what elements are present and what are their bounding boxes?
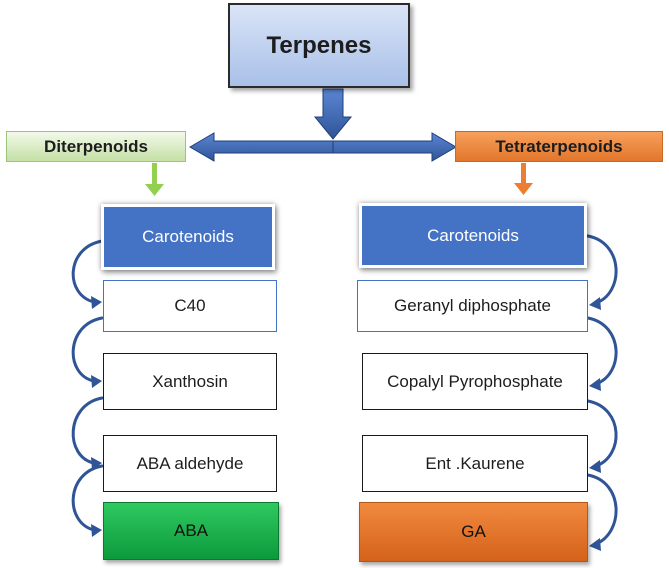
left-carotenoids-node: Carotenoids (101, 204, 275, 270)
left-curved-connectors (71, 239, 104, 532)
tetraterpenoids-node: Tetraterpenoids (455, 131, 663, 162)
aba-node: ABA (103, 502, 279, 560)
geranyl-diphosphate-label: Geranyl diphosphate (394, 296, 551, 315)
curve-ent-kaurene-to-ga (586, 473, 618, 546)
root-down-arrow (313, 88, 353, 140)
ent-kaurene-label: Ent .Kaurene (425, 453, 525, 473)
branch-double-arrow (189, 132, 457, 162)
ent-kaurene-node: Ent .Kaurene (362, 435, 588, 492)
right-carotenoids-node: Carotenoids (359, 203, 587, 268)
curve-carotenoids-to-geranyl (586, 234, 618, 305)
terpenes-label: Terpenes (266, 31, 372, 59)
right-curve-arrowheads (589, 297, 601, 551)
diterpenoids-node: Diterpenoids (6, 131, 186, 162)
aba-aldehyde-node: ABA aldehyde (103, 435, 277, 492)
aba-label: ABA (173, 521, 209, 540)
curve-geranyl-to-copalyl (586, 316, 618, 386)
curve-carotenoids-to-c40 (71, 239, 104, 304)
curve-copalyl-to-ent-kaurene (586, 399, 618, 468)
c40-label: C40 (174, 296, 206, 315)
ga-label: GA (461, 522, 486, 541)
tetraterpenoids-label: Tetraterpenoids (495, 136, 623, 156)
curve-aba-aldehyde-to-aba (71, 464, 104, 532)
c40-node: C40 (103, 280, 277, 332)
diterpenoids-label: Diterpenoids (44, 136, 148, 156)
aba-aldehyde-label: ABA aldehyde (136, 453, 244, 473)
left-curve-arrowheads (91, 296, 102, 537)
copalyl-pyrophosphate-node: Copalyl Pyrophosphate (362, 353, 588, 410)
right-carotenoids-label: Carotenoids (427, 225, 519, 245)
xanthosin-node: Xanthosin (103, 353, 277, 410)
terpenes-node: Terpenes (228, 3, 410, 88)
diterpenoids-down-arrow (145, 163, 164, 196)
xanthosin-label: Xanthosin (152, 371, 228, 391)
tetraterpenoids-down-arrow (514, 163, 533, 195)
ga-node: GA (359, 502, 588, 562)
curve-xanthosin-to-aba-aldehyde (71, 396, 104, 465)
left-carotenoids-label: Carotenoids (142, 227, 234, 246)
right-curved-connectors (586, 234, 618, 546)
copalyl-pyrophosphate-label: Copalyl Pyrophosphate (387, 371, 563, 391)
geranyl-diphosphate-node: Geranyl diphosphate (357, 280, 588, 332)
curve-c40-to-xanthosin (71, 316, 104, 383)
